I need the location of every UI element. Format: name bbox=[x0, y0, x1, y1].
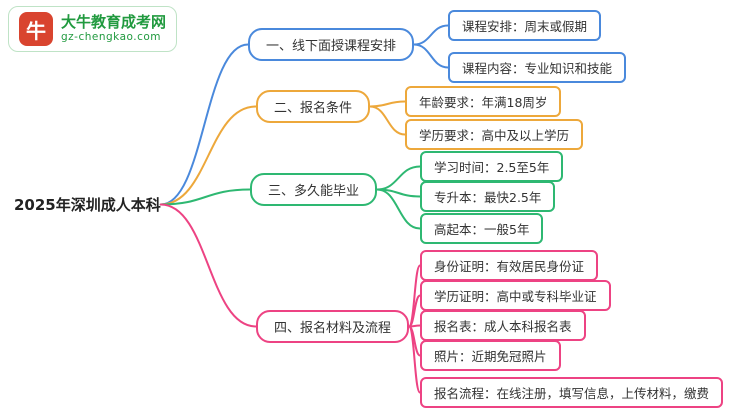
branch-node-requirements: 二、报名条件 bbox=[256, 90, 371, 123]
leaf-node: 学习时间：2.5至5年 bbox=[420, 151, 564, 182]
leaf-node: 照片：近期免冠照片 bbox=[420, 340, 561, 371]
leaf-node: 报名流程：在线注册，填写信息，上传材料，缴费 bbox=[420, 377, 724, 408]
leaf-node: 高起本：一般5年 bbox=[420, 213, 544, 244]
leaf-node: 身份证明：有效居民身份证 bbox=[420, 250, 599, 281]
branch-node-graduation-time: 三、多久能毕业 bbox=[250, 173, 378, 206]
leaf-node: 课程内容：专业知识和技能 bbox=[448, 52, 627, 83]
leaf-node: 专升本：最快2.5年 bbox=[420, 181, 556, 212]
leaf-node: 学历要求：高中及以上学历 bbox=[405, 119, 584, 150]
branch-node-course-schedule: 一、线下面授课程安排 bbox=[248, 28, 415, 61]
branch-node-materials-process: 四、报名材料及流程 bbox=[256, 310, 410, 343]
logo-text: 大牛教育成考网 gz-chengkao.com bbox=[61, 13, 167, 44]
logo-subtitle: gz-chengkao.com bbox=[61, 31, 162, 44]
bull-logo-icon: 牛 bbox=[19, 12, 53, 46]
site-logo[interactable]: 牛 大牛教育成考网 gz-chengkao.com bbox=[8, 6, 178, 52]
leaf-node: 年龄要求：年满18周岁 bbox=[405, 86, 562, 117]
leaf-node: 学历证明：高中或专科毕业证 bbox=[420, 280, 611, 311]
leaf-node: 课程安排：周末或假期 bbox=[448, 10, 602, 41]
root-node: 2025年深圳成人本科 bbox=[14, 196, 161, 214]
leaf-node: 报名表：成人本科报名表 bbox=[420, 310, 586, 341]
logo-title: 大牛教育成考网 bbox=[61, 13, 167, 32]
